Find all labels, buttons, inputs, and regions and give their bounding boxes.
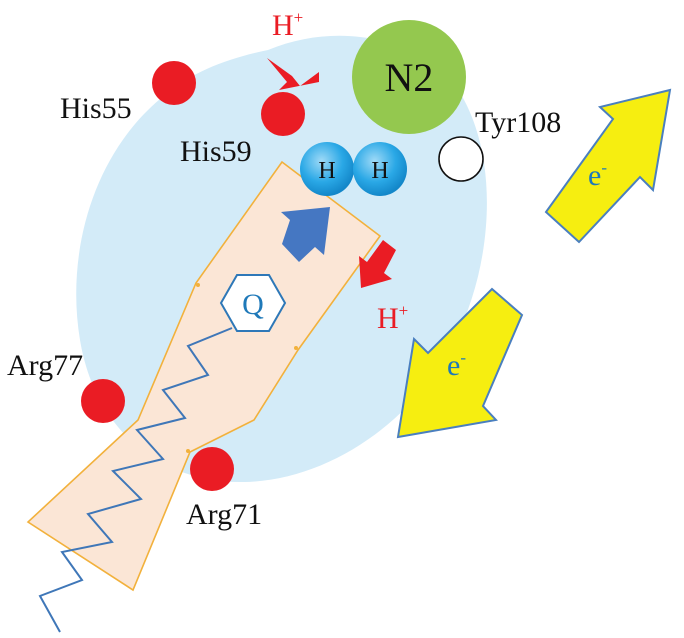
band-vertex-dot	[294, 346, 298, 350]
hydrogen-atom-left	[300, 142, 354, 196]
proton-right-label: H+	[377, 301, 408, 335]
arg71-label: Arg71	[186, 498, 262, 531]
quinone-label: Q	[242, 288, 264, 321]
hydrogen-right-label: H	[371, 158, 388, 184]
arg77-residue	[81, 379, 125, 423]
proton-arrow-down	[359, 240, 396, 288]
tyr108-residue	[438, 136, 484, 182]
n2-label: N2	[385, 55, 434, 100]
arg71-residue	[190, 447, 234, 491]
electron-upper-label: e-	[588, 158, 607, 192]
n2-cluster	[352, 20, 466, 134]
electron-lower-label: e-	[447, 348, 466, 382]
his59-residue	[261, 92, 305, 136]
proton-arrow-up	[267, 58, 319, 90]
quinone-movement-arrow	[281, 207, 330, 262]
tyr108-label: Tyr108	[475, 106, 561, 139]
his59-label: His59	[180, 135, 252, 168]
band-vertex-dot	[196, 283, 200, 287]
band-vertex-dot	[186, 449, 190, 453]
quinone-ring	[219, 274, 287, 332]
hydrogen-left-label: H	[318, 158, 335, 184]
his55-residue	[152, 61, 196, 105]
arg77-label: Arg77	[7, 349, 83, 382]
electron-arrow-upper	[544, 88, 672, 244]
isoprenoid-tail	[38, 327, 233, 633]
his55-label: His55	[60, 92, 132, 125]
electron-arrow-lower	[396, 287, 524, 439]
hydrogen-atom-right	[353, 142, 407, 196]
proton-top-label: H+	[272, 8, 303, 42]
